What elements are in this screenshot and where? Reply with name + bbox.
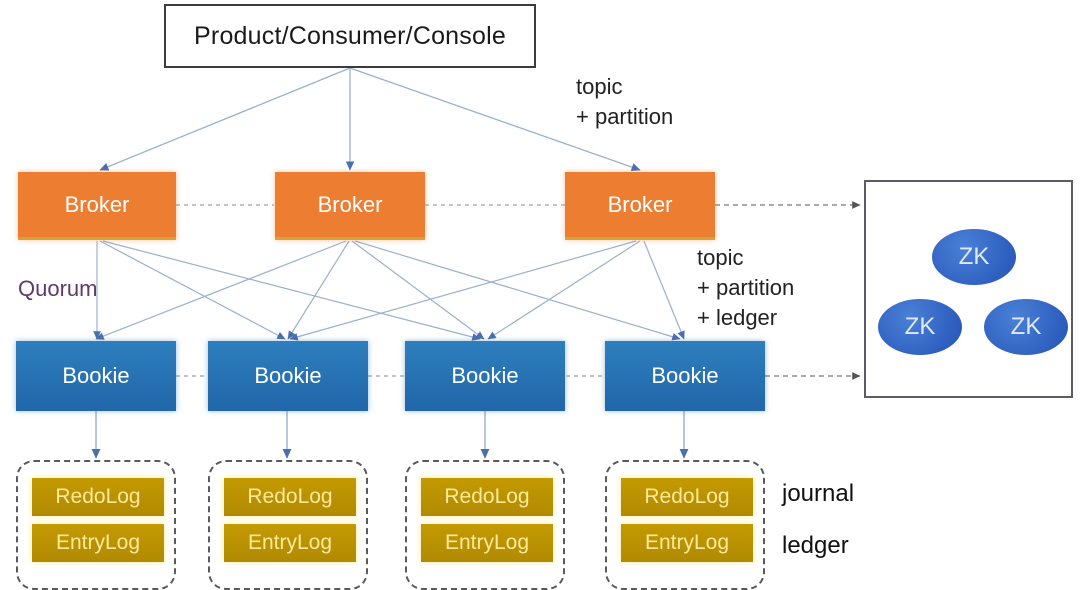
redolog-label: RedoLog bbox=[247, 485, 333, 508]
redolog-chip[interactable]: RedoLog bbox=[32, 478, 164, 516]
bookie-box-3[interactable]: Bookie bbox=[405, 341, 565, 411]
logs-group-3: RedoLog EntryLog bbox=[405, 460, 565, 590]
broker-label: Broker bbox=[607, 191, 673, 217]
redolog-chip[interactable]: RedoLog bbox=[224, 478, 356, 516]
bookie-label: Bookie bbox=[451, 363, 519, 388]
zk-label: ZK bbox=[958, 243, 990, 270]
entrylog-chip[interactable]: EntryLog bbox=[224, 524, 356, 562]
entrylog-label: EntryLog bbox=[644, 531, 730, 554]
zk-label: ZK bbox=[904, 313, 936, 340]
broker-to-bookie-edges bbox=[93, 240, 685, 341]
entrylog-label: EntryLog bbox=[247, 531, 333, 554]
entrylog-label: EntryLog bbox=[55, 531, 141, 554]
bookie-box-4[interactable]: Bookie bbox=[605, 341, 765, 411]
entrylog-chip[interactable]: EntryLog bbox=[32, 524, 164, 562]
entrylog-chip[interactable]: EntryLog bbox=[421, 524, 553, 562]
zk-node-left[interactable]: ZK bbox=[878, 299, 962, 355]
bookie-box-1[interactable]: Bookie bbox=[16, 341, 176, 411]
client-to-broker-edges bbox=[99, 67, 641, 172]
redolog-label: RedoLog bbox=[444, 485, 530, 508]
bookie-box-2[interactable]: Bookie bbox=[208, 341, 368, 411]
bookie-to-logs-edges bbox=[91, 411, 689, 459]
broker-box-1[interactable]: Broker bbox=[18, 172, 176, 240]
redolog-label: RedoLog bbox=[55, 485, 141, 508]
quorum-label: Quorum bbox=[18, 276, 98, 301]
zk-node-right[interactable]: ZK bbox=[984, 299, 1068, 355]
ledger-label: ledger bbox=[782, 532, 849, 559]
bookie-label: Bookie bbox=[254, 363, 322, 388]
entrylog-chip[interactable]: EntryLog bbox=[621, 524, 753, 562]
broker-box-3[interactable]: Broker bbox=[565, 172, 715, 240]
topic-partition-ledger-label: topic + partition + ledger bbox=[697, 245, 795, 330]
broker-label: Broker bbox=[317, 191, 383, 217]
redolog-chip[interactable]: RedoLog bbox=[621, 478, 753, 516]
journal-label: journal bbox=[782, 480, 855, 507]
zk-node-top[interactable]: ZK bbox=[932, 229, 1016, 285]
client-box[interactable]: Product/Consumer/Console bbox=[164, 4, 536, 68]
redolog-chip[interactable]: RedoLog bbox=[421, 478, 553, 516]
redolog-label: RedoLog bbox=[644, 485, 730, 508]
broker-label: Broker bbox=[64, 191, 130, 217]
logs-group-1: RedoLog EntryLog bbox=[16, 460, 176, 590]
topic-partition-label: topic + partition bbox=[576, 74, 674, 129]
bookie-label: Bookie bbox=[62, 363, 130, 388]
entrylog-label: EntryLog bbox=[444, 531, 530, 554]
logs-group-2: RedoLog EntryLog bbox=[208, 460, 368, 590]
zk-label: ZK bbox=[1010, 313, 1042, 340]
client-label: Product/Consumer/Console bbox=[194, 21, 506, 50]
broker-box-2[interactable]: Broker bbox=[275, 172, 425, 240]
zookeeper-cluster-box: ZK ZK ZK bbox=[864, 180, 1073, 398]
bookie-label: Bookie bbox=[651, 363, 719, 388]
logs-group-4: RedoLog EntryLog bbox=[605, 460, 765, 590]
